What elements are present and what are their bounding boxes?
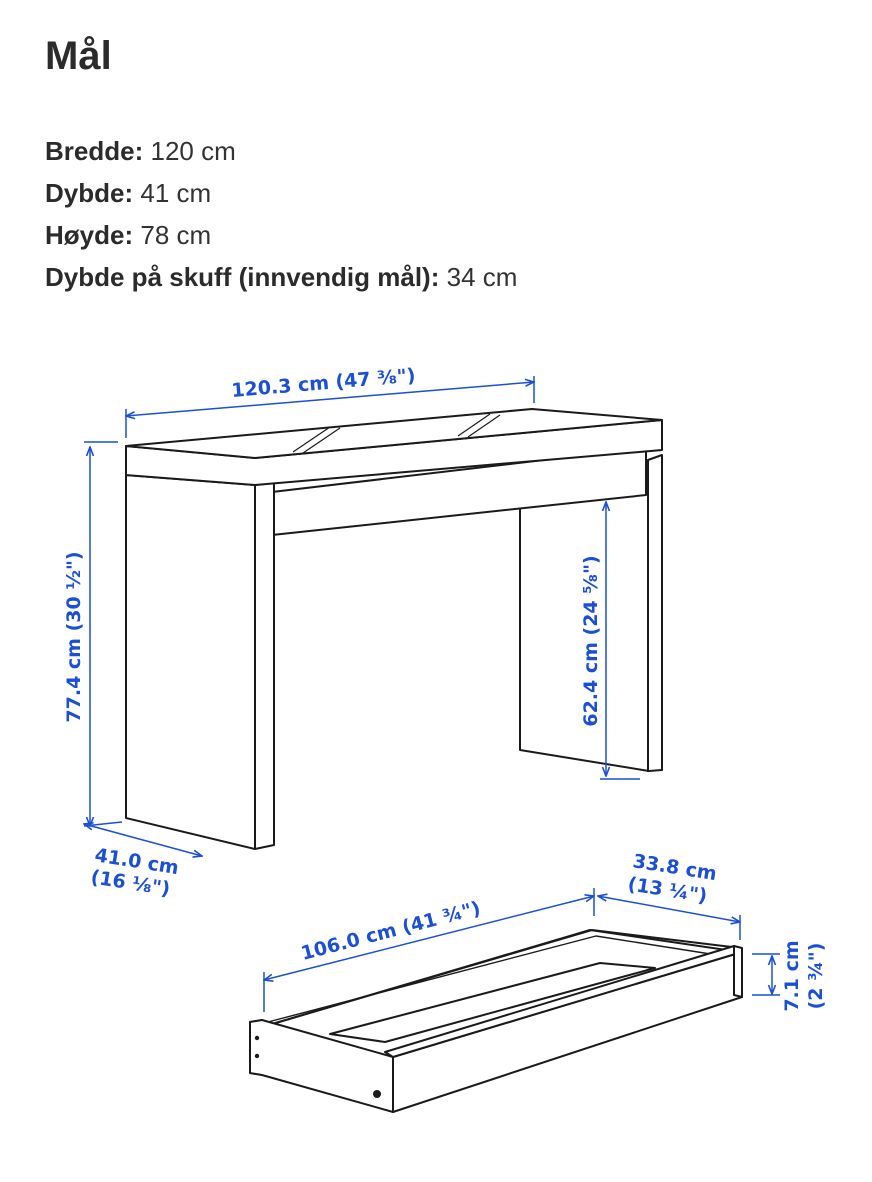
page-title: Mål: [45, 34, 112, 78]
width-label: 120.3 cm (47 ³⁄₈"): [231, 365, 417, 402]
spec-depth: Dybde: 41 cm: [45, 172, 517, 214]
width-dimension-line: [126, 382, 534, 416]
clearance-label: 62.4 cm (24 ⁵⁄₈"): [580, 555, 602, 726]
glass-reflection: [292, 426, 331, 453]
screw-hole: [254, 1053, 260, 1059]
glass-reflection: [302, 427, 341, 454]
extension-line: [83, 821, 123, 827]
height-label: 77.4 cm (30 ½"): [63, 551, 85, 722]
dimension-lines: [84, 376, 780, 1012]
spec-list: Bredde: 120 cm Dybde: 41 cm Høyde: 78 cm…: [45, 130, 517, 298]
spec-value: 41 cm: [140, 178, 212, 208]
spec-label: Bredde:: [45, 136, 144, 166]
drawer-length-dimension-line: [264, 896, 594, 980]
spec-label: Dybde på skuff (innvendig mål):: [45, 262, 440, 292]
spec-drawer-depth: Dybde på skuff (innvendig mål): 34 cm: [45, 256, 517, 298]
spec-value: 120 cm: [150, 136, 236, 166]
spec-label: Høyde:: [45, 220, 134, 250]
depth-dimension-line: [84, 824, 202, 856]
desk-top-surface: [125, 408, 663, 459]
spec-height: Høyde: 78 cm: [45, 214, 517, 256]
drawer-right-panel: [733, 945, 743, 998]
desk-drawing: [125, 408, 663, 850]
spec-value: 78 cm: [140, 220, 212, 250]
drawer-height-label-cm: 7.1 cm: [781, 940, 803, 1011]
spec-width: Bredde: 120 cm: [45, 130, 517, 172]
drawer-height-label-in: (2 ¾"): [805, 943, 827, 1010]
spec-value: 34 cm: [446, 262, 518, 292]
drawer-depth-dimension-line: [598, 896, 740, 922]
screw-hole: [254, 1035, 260, 1041]
screw-hole: [373, 1090, 381, 1098]
drawer-divider: [329, 962, 656, 1043]
desk-left-leg: [125, 474, 275, 850]
spec-label: Dybde:: [45, 178, 134, 208]
